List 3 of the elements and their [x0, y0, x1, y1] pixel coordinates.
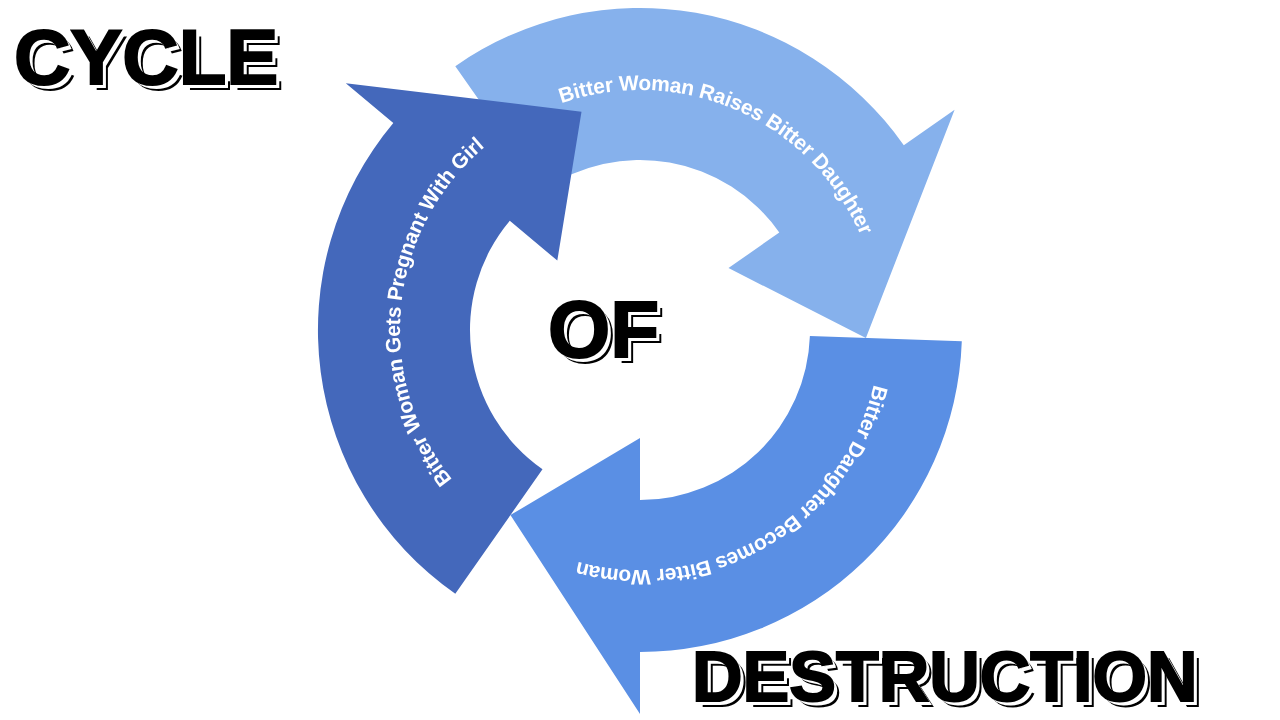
heading-word: OF: [548, 290, 660, 370]
heading-word: CYCLE: [14, 18, 279, 96]
heading-word: DESTRUCTION: [692, 642, 1198, 712]
